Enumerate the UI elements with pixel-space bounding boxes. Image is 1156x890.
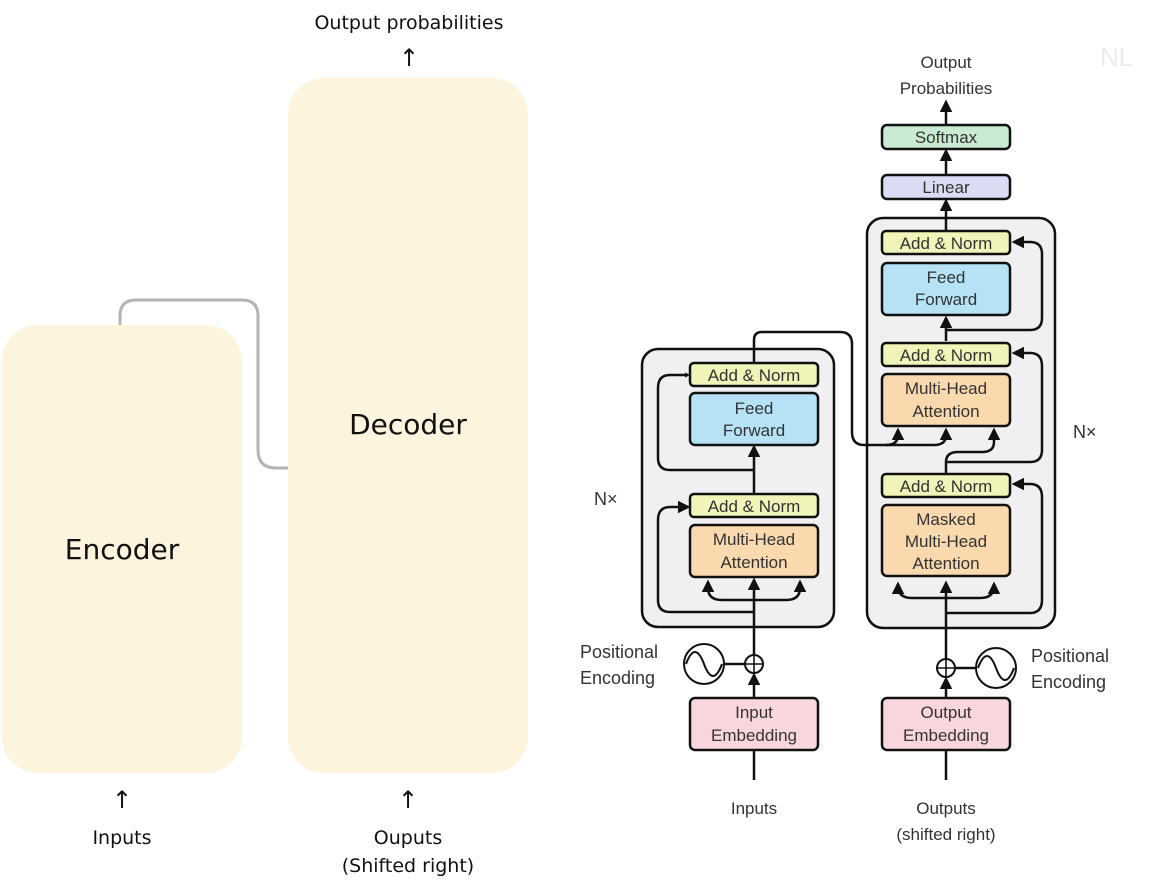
multi-head-label-1: Multi-Head <box>905 379 987 398</box>
encoder-feed-forward <box>688 391 820 447</box>
input-embedding-label-2: Embedding <box>711 726 797 745</box>
outputs-label: Ouputs <box>373 827 443 849</box>
masked-label-3: Attention <box>912 554 979 573</box>
encoder-stack <box>640 347 836 629</box>
inputs-arrow-icon: ↑ <box>111 786 133 814</box>
inputs-label: Inputs <box>92 827 152 849</box>
decoder-label: Decoder <box>349 408 467 441</box>
add-norm-label: Add & Norm <box>900 477 993 496</box>
decoder-block: Decoder <box>288 78 528 773</box>
encoder-positional-label-2: Encoding <box>580 668 655 688</box>
decoder-feed-forward <box>880 261 1012 317</box>
outputs-arrow-icon: ↑ <box>397 786 419 814</box>
decoder-nx-label: N× <box>1073 422 1097 442</box>
output-probabilities-label: Output probabilities <box>314 12 504 34</box>
feed-forward-label-1: Feed <box>735 399 774 418</box>
connector-line <box>118 298 290 470</box>
feed-forward-label-2: Forward <box>915 290 977 309</box>
inputs-label: Inputs <box>731 799 777 818</box>
masked-label-2: Multi-Head <box>905 532 987 551</box>
encoder-positional-encoding <box>683 643 764 685</box>
output-embedding-label-1: Output <box>920 703 971 722</box>
add-norm-label: Add & Norm <box>900 234 993 253</box>
add-norm-label: Add & Norm <box>900 346 993 365</box>
outputs-shifted-label: (shifted right) <box>896 825 995 844</box>
multi-head-label-2: Attention <box>720 553 787 572</box>
outputs-label: Outputs <box>916 799 976 818</box>
encoder-multi-head-attention <box>688 523 820 579</box>
softmax-box <box>880 123 1012 151</box>
decoder-add-norm-2 <box>880 341 1012 368</box>
encoder-positional-label-1: Positional <box>580 642 658 662</box>
feed-forward-label-2: Forward <box>723 421 785 440</box>
multi-head-label-1: Multi-Head <box>713 530 795 549</box>
outputs-shifted-label: (Shifted right) <box>341 855 475 877</box>
encoder-block: Encoder <box>2 325 242 773</box>
output-arrow-icon: ↑ <box>398 44 420 72</box>
add-norm-label: Add & Norm <box>708 497 801 516</box>
feed-forward-label-1: Feed <box>927 268 966 287</box>
decoder-positional-label-1: Positional <box>1031 646 1109 666</box>
linear-box <box>880 173 1012 201</box>
input-embedding <box>688 696 820 752</box>
watermark: NL <box>1100 42 1133 72</box>
decoder-add-norm-3 <box>880 229 1012 256</box>
softmax-label: Softmax <box>915 128 978 147</box>
encoder-add-norm-2 <box>688 361 820 388</box>
encoder-add-norm-1 <box>688 492 820 519</box>
linear-label: Linear <box>922 178 970 197</box>
encoder-nx-label: N× <box>594 489 618 509</box>
output-probabilities-line2: Probabilities <box>900 79 993 98</box>
decoder-positional-label-2: Encoding <box>1031 672 1106 692</box>
decoder-masked-attention <box>880 503 1012 578</box>
output-embedding <box>880 696 1012 752</box>
multi-head-label-2: Attention <box>912 402 979 421</box>
add-norm-label: Add & Norm <box>708 366 801 385</box>
masked-label-1: Masked <box>916 510 976 529</box>
input-embedding-label-1: Input <box>735 703 773 722</box>
encoder-decoder-connector <box>118 298 290 470</box>
decoder-multi-head-attention <box>880 372 1012 428</box>
output-embedding-label-2: Embedding <box>903 726 989 745</box>
decoder-positional-encoding <box>936 647 1017 689</box>
output-probabilities-line1: Output <box>920 53 971 72</box>
encoder-label: Encoder <box>64 533 180 566</box>
decoder-add-norm-1 <box>880 472 1012 499</box>
